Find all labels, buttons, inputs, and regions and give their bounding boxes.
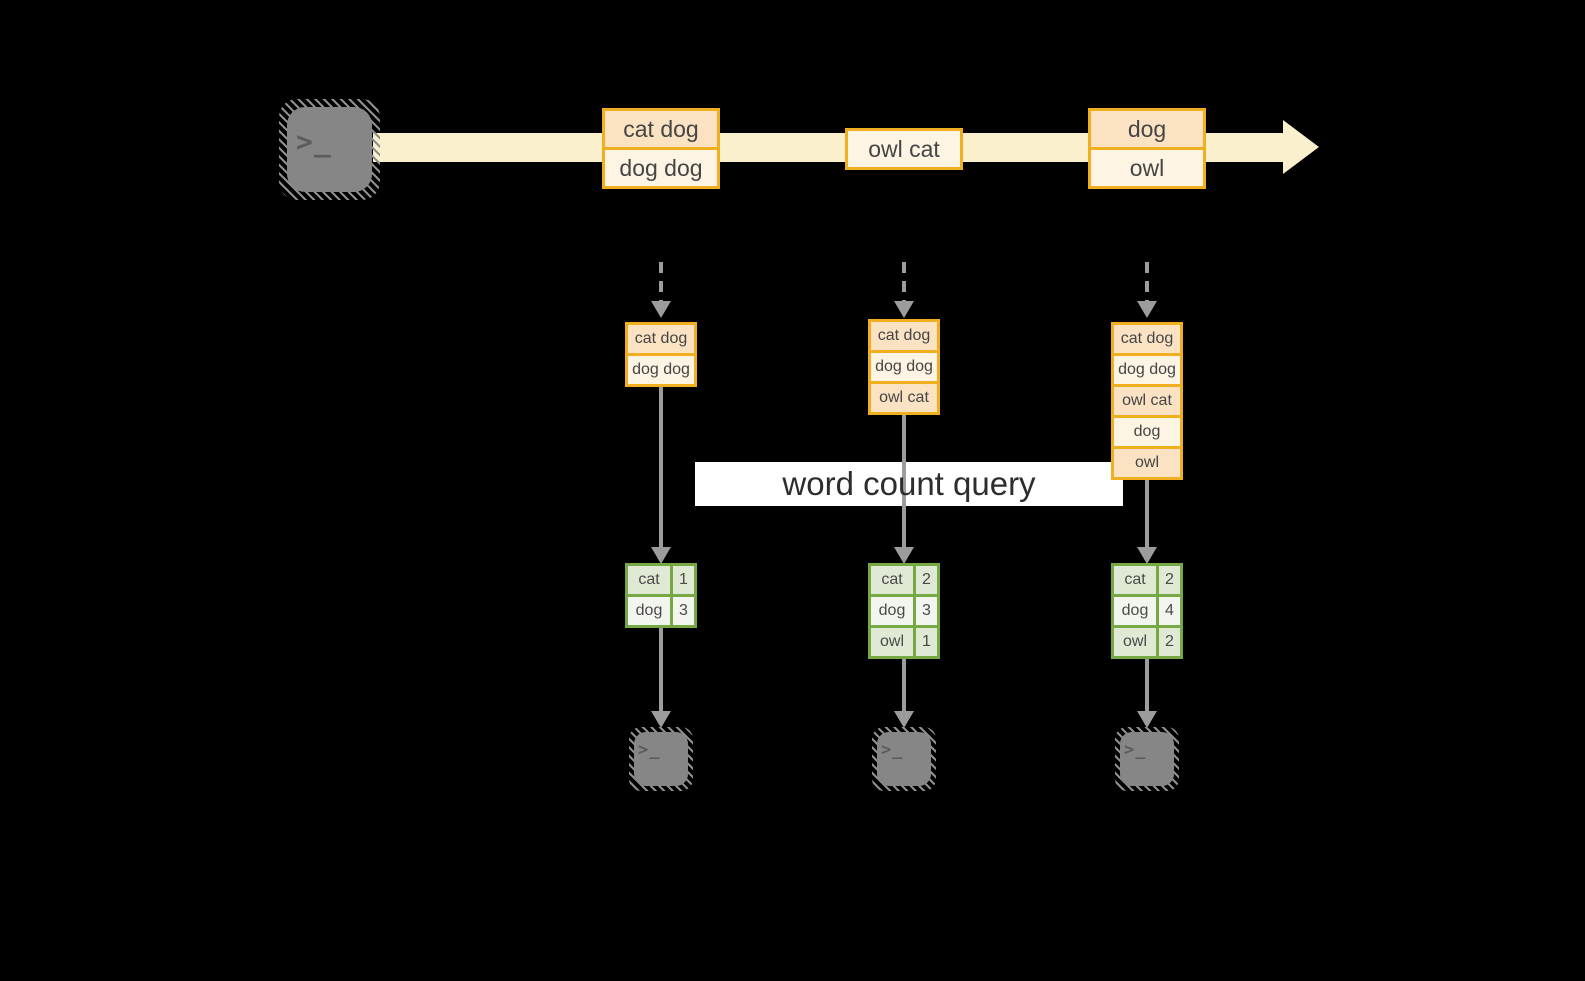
record-row: dog dog [1114,356,1180,384]
dashed-arrow-head-icon [651,301,671,318]
count-cell: 3 [916,597,937,625]
sink-terminal-icon: >_ [1115,727,1179,791]
terminal-prompt-glyph: >_ [638,740,661,760]
stream-record: owl cat [848,131,960,167]
stream-record: dog dog [605,150,717,186]
word-cell: owl [1114,628,1156,656]
word-cell: cat [628,566,670,594]
count-cell: 2 [1159,628,1180,656]
dashed-arrow-line [1145,262,1149,302]
query-banner-label: word count query [782,465,1036,502]
output-arrow-line [659,628,663,712]
record-row: cat dog [1114,325,1180,353]
output-arrow-line [902,659,906,712]
terminal-prompt-glyph: >_ [1124,740,1147,760]
record-row: cat dog [871,322,937,350]
sink-terminal-icon: >_ [872,727,936,791]
accumulated-records-2: cat dog dog dog owl cat [868,319,940,415]
stream-record: owl [1091,150,1203,186]
wordcount-table-2: cat 2 dog 3 owl 1 [868,563,940,659]
sink-terminal-icon: >_ [629,727,693,791]
terminal-body [1120,732,1174,786]
record-row: dog [1114,418,1180,446]
accumulated-records-1: cat dog dog dog [625,322,697,387]
word-cell: dog [871,597,913,625]
word-cell: cat [871,566,913,594]
output-arrow-head-icon [894,711,914,728]
stream-record: dog [1091,111,1203,147]
query-arrow-line [659,387,663,548]
count-cell: 4 [1159,597,1180,625]
source-terminal-icon: >_ [279,99,380,200]
output-arrow-head-icon [1137,711,1157,728]
record-row: owl cat [1114,387,1180,415]
record-row: dog dog [628,356,694,384]
query-arrow-line [1145,480,1149,548]
terminal-prompt-glyph: >_ [296,125,332,158]
stream-arrowhead-icon [1283,120,1319,174]
terminal-body [634,732,688,786]
wordcount-table-1: cat 1 dog 3 [625,563,697,628]
terminal-prompt-glyph: >_ [881,740,904,760]
word-cell: dog [1114,597,1156,625]
record-row: dog dog [871,353,937,381]
count-cell: 2 [1159,566,1180,594]
stream-batch-2: owl cat [845,128,963,170]
word-cell: cat [1114,566,1156,594]
dashed-arrow-line [902,262,906,302]
dashed-arrow-head-icon [1137,301,1157,318]
word-cell: dog [628,597,670,625]
query-arrow-head-icon [894,547,914,564]
dashed-arrow-line [659,262,663,302]
word-cell: owl [871,628,913,656]
output-arrow-line [1145,659,1149,712]
dashed-arrow-head-icon [894,301,914,318]
count-cell: 1 [673,566,694,594]
wordcount-table-3: cat 2 dog 4 owl 2 [1111,563,1183,659]
output-arrow-head-icon [651,711,671,728]
accumulated-records-3: cat dog dog dog owl cat dog owl [1111,322,1183,480]
count-cell: 3 [673,597,694,625]
terminal-body [287,107,372,192]
terminal-body [877,732,931,786]
query-arrow-head-icon [1137,547,1157,564]
record-row: owl cat [871,384,937,412]
stream-batch-3: dog owl [1088,108,1206,189]
query-arrow-line [902,415,906,548]
record-row: cat dog [628,325,694,353]
count-cell: 1 [916,628,937,656]
query-banner [695,462,1123,506]
record-row: owl [1114,449,1180,477]
query-arrow-head-icon [651,547,671,564]
stream-batch-1: cat dog dog dog [602,108,720,189]
stream-record: cat dog [605,111,717,147]
count-cell: 2 [916,566,937,594]
